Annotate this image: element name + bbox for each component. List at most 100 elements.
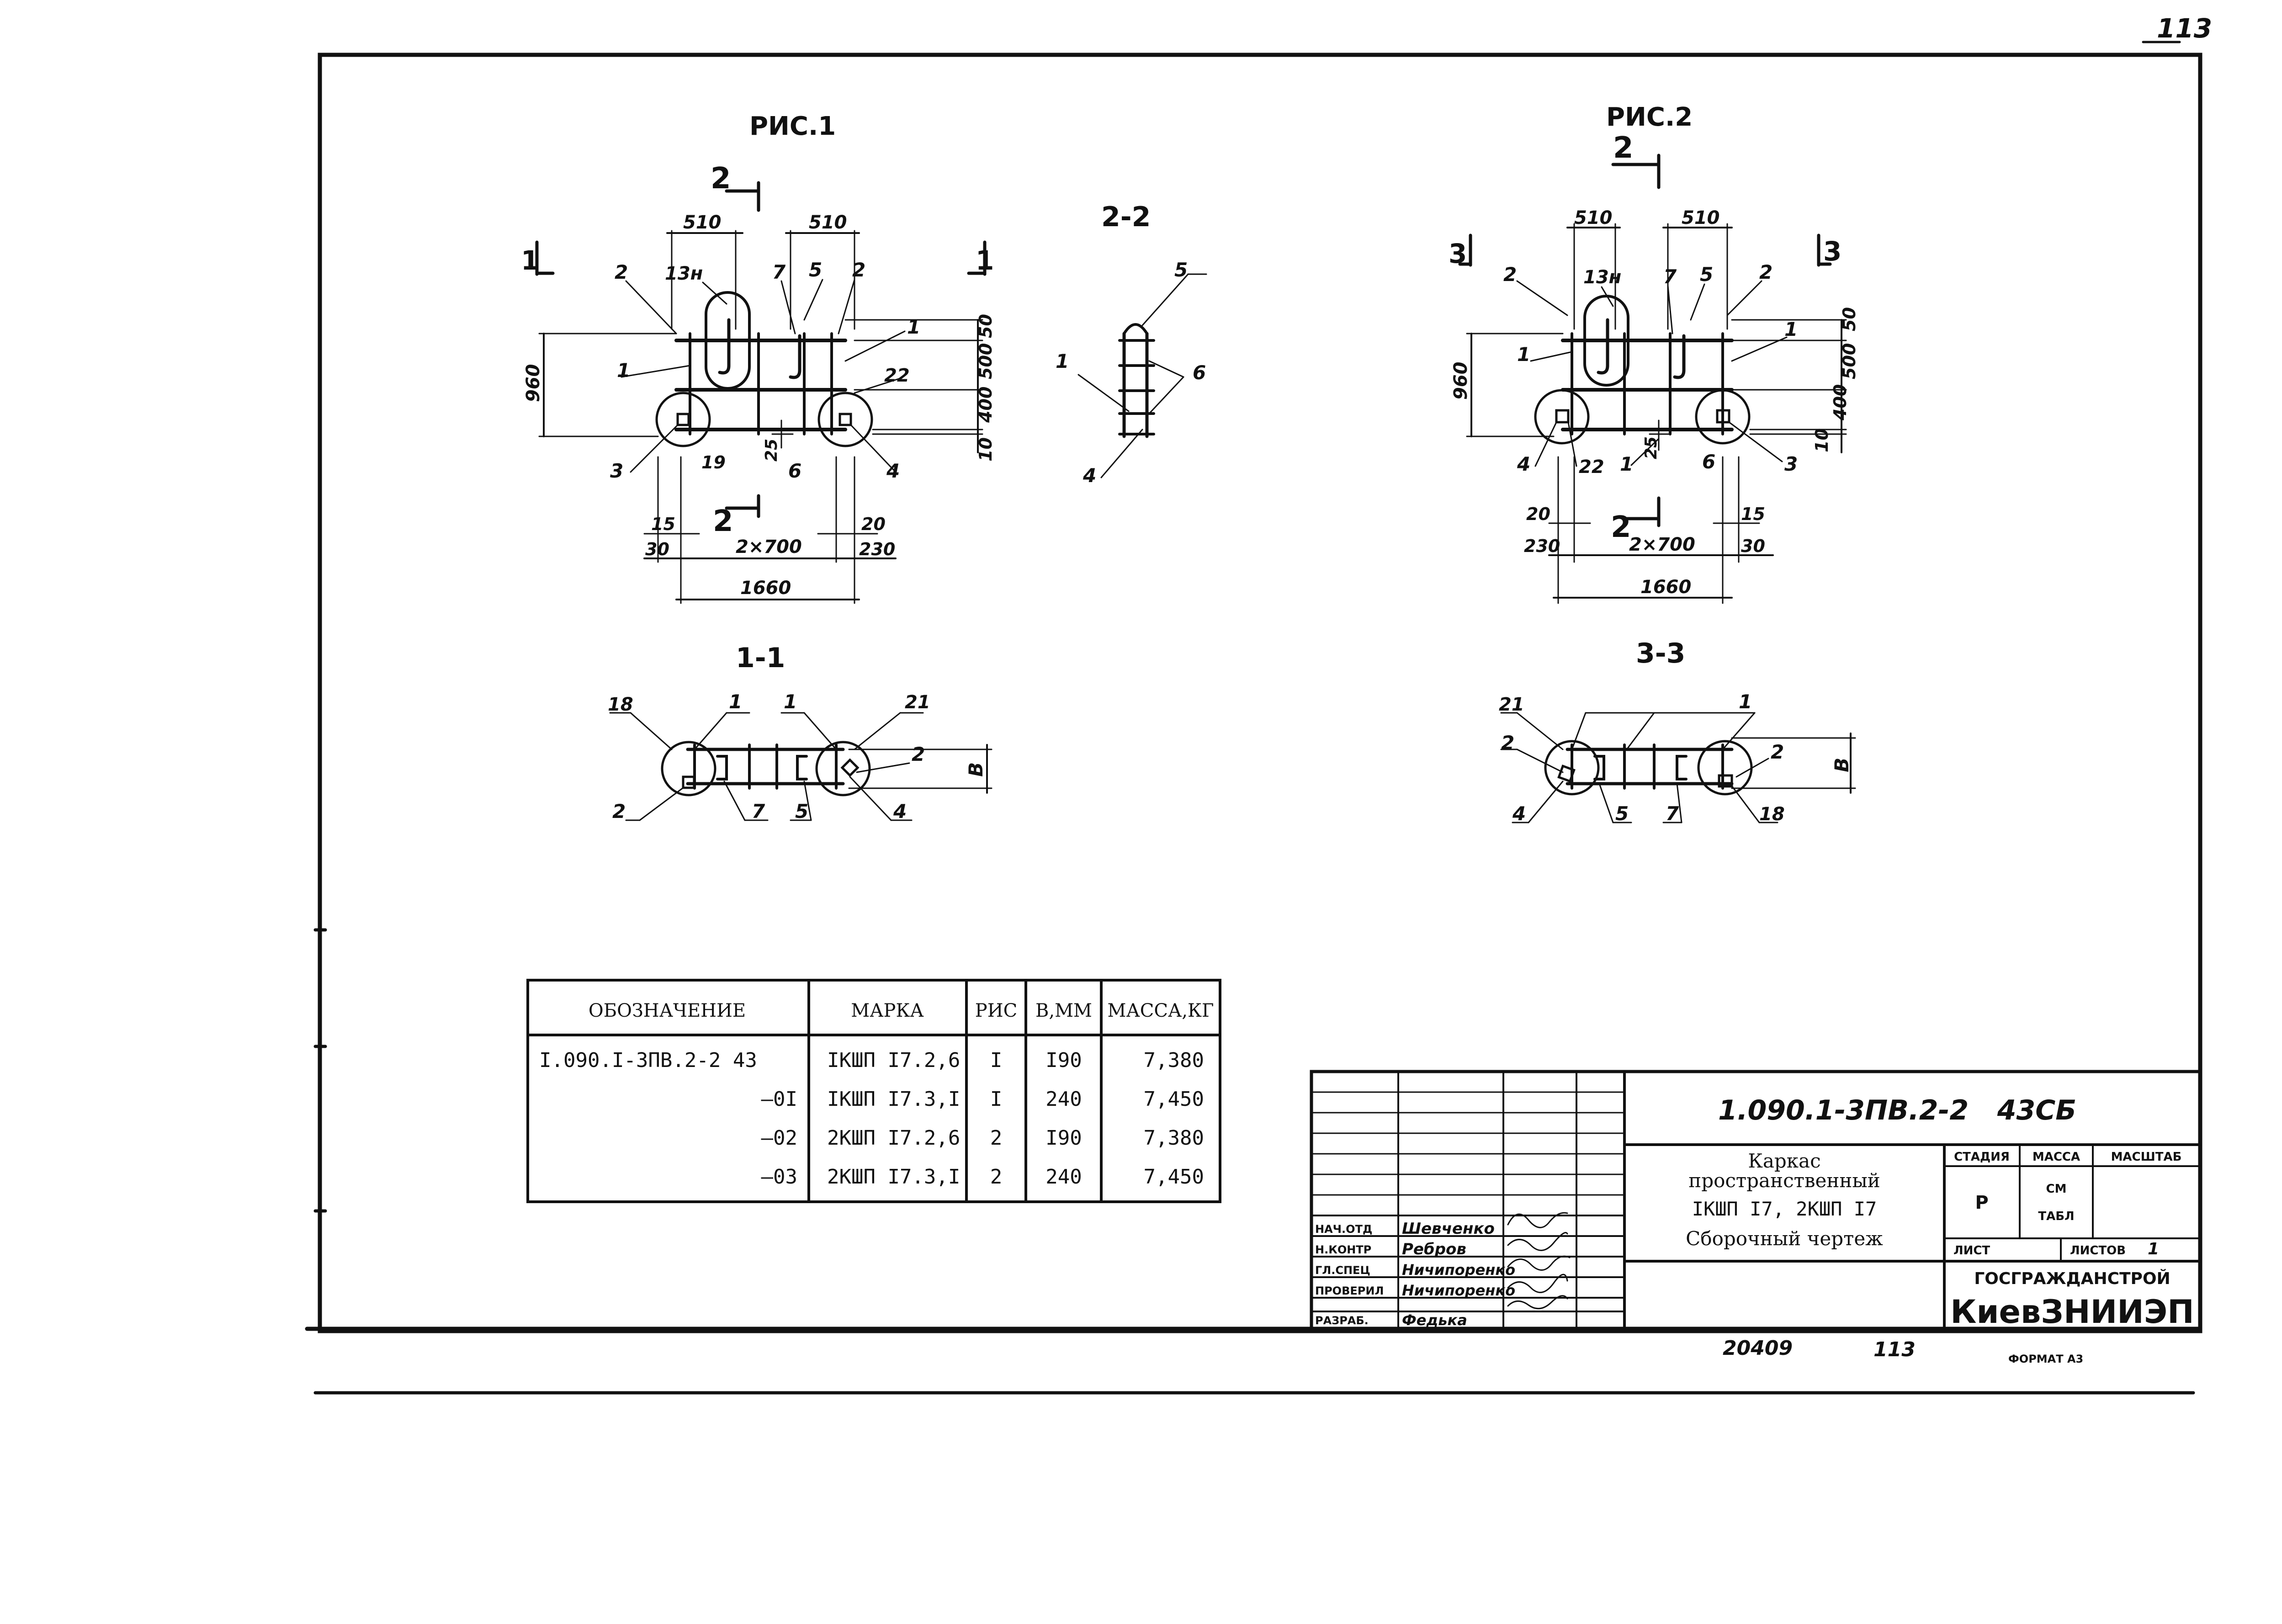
- spec-header-mark: МАРКА: [851, 1000, 923, 1021]
- spec-row-1-mark: IКШП I7.2,6: [827, 1049, 960, 1072]
- figure-2-dim-top-left: 510: [1574, 207, 1613, 228]
- spec-row-1-designation: I.090.I-3ПВ.2-2 43: [539, 1049, 757, 1072]
- figure-2-callout-1c: 1: [1620, 453, 1633, 475]
- spec-table-grid: [526, 979, 1221, 1203]
- section-2-2-drawing: [1077, 273, 1207, 478]
- section-3-3-callout-21: 21: [1499, 694, 1524, 715]
- spec-row-3-b: I90: [1045, 1126, 1082, 1150]
- figure-2-dim-top-right: 510: [1682, 207, 1720, 228]
- figure-2-section-mark-left: 3: [1449, 238, 1467, 269]
- sheets-value: 1: [2148, 1240, 2159, 1258]
- section-3-3-callout-2a: 2: [1501, 732, 1514, 754]
- section-3-3-callout-7: 7: [1666, 802, 1679, 825]
- section-1-1-callout-5: 5: [795, 800, 808, 823]
- figure-1-callout-4: 4: [886, 460, 900, 482]
- figure-2-callout-4: 4: [1517, 453, 1530, 475]
- spec-row-4-mark: 2КШП I7.3,I: [827, 1165, 960, 1189]
- sheet-frame: [318, 53, 2202, 1333]
- figure-1-dim-height: 960: [523, 364, 544, 403]
- section-2-2-title: 2-2: [1101, 201, 1151, 233]
- spec-header-designation: ОБОЗНАЧЕНИЕ: [589, 1000, 746, 1021]
- section-2-2-callout-1: 1: [1056, 350, 1069, 372]
- figure-1-cut-mark-top: 2: [711, 162, 731, 196]
- figure-1-cut-mark-bottom: 2: [713, 504, 733, 538]
- figure-1-callout-19: 19: [701, 452, 726, 472]
- figure-2-dim-right-50: 50: [1839, 307, 1859, 331]
- spec-row-1-fig: I: [990, 1049, 1003, 1072]
- signature-name-2: Ребров: [1402, 1240, 1466, 1258]
- footer-page-number: 113: [1873, 1338, 1916, 1361]
- section-1-1-callout-4: 4: [893, 800, 907, 823]
- section-3-3-callout-18: 18: [1759, 804, 1785, 825]
- figure-2-dim-right-10: 10: [1812, 428, 1832, 452]
- figure-2-dim-total: 1660: [1640, 577, 1691, 598]
- figure-1-callout-1a: 1: [907, 316, 920, 338]
- figure-2-dim-right-400: 400: [1830, 384, 1850, 421]
- figure-2-dim-height: 960: [1450, 362, 1471, 400]
- signature-role-3: ГЛ.СПЕЦ: [1315, 1264, 1370, 1277]
- figure-1-callout-1b: 1: [617, 359, 630, 382]
- figure-1-dim-right-400: 400: [976, 387, 996, 423]
- figure-2-cut-mark-top: 2: [1613, 131, 1634, 165]
- figure-1-section-mark-right: 1: [976, 245, 994, 276]
- figure-2-section-mark-right: 3: [1823, 236, 1842, 267]
- spec-row-4-b: 240: [1045, 1165, 1082, 1189]
- title-line-2: пространственный: [1688, 1169, 1880, 1192]
- section-3-3-dim-b: В: [1831, 758, 1853, 772]
- spec-row-1-mass: 7,380: [1144, 1049, 1204, 1072]
- stage-value: Р: [1975, 1192, 1988, 1213]
- figure-1-title: РИС.1: [749, 111, 836, 141]
- figure-2-dim-25: 25: [1642, 436, 1661, 459]
- section-1-1-title: 1-1: [736, 642, 785, 674]
- figure-1-callout-22: 22: [884, 365, 910, 386]
- figure-1-callout-6: 6: [788, 460, 801, 482]
- figure-1-dim-span: 2×700: [736, 536, 802, 557]
- signature-name-4: Ничипоренко: [1402, 1282, 1515, 1299]
- stage-label: СТАДИЯ: [1954, 1150, 2010, 1164]
- spec-row-2-b: 240: [1045, 1088, 1082, 1111]
- section-2-2-callout-4: 4: [1083, 464, 1096, 487]
- signature-role-5: РАЗРАБ.: [1315, 1314, 1369, 1327]
- figure-2-callout-2a: 2: [1503, 263, 1517, 286]
- figure-2-callout-13n: 13н: [1583, 267, 1621, 288]
- spec-row-3-mark: 2КШП I7.2,6: [827, 1126, 960, 1150]
- spec-row-3-mass: 7,380: [1144, 1126, 1204, 1150]
- figure-1-dim-right-50: 50: [976, 314, 996, 338]
- document-code: 1.090.1-3ПВ.2-2 43СБ: [1718, 1094, 2076, 1126]
- signature-name-1: Шевченко: [1402, 1220, 1495, 1238]
- title-line-3: IКШП I7, 2КШП I7: [1692, 1198, 1877, 1220]
- figure-2-callout-7: 7: [1663, 265, 1677, 288]
- title-block-grid: [1310, 1070, 2202, 1333]
- figure-1-drawing: [535, 181, 987, 604]
- figure-2-callout-1a: 1: [1784, 318, 1798, 340]
- section-1-1-callout-21: 21: [905, 692, 930, 713]
- figure-1-section-mark-left: 1: [521, 245, 539, 276]
- figure-2-callout-6: 6: [1702, 451, 1715, 473]
- signature-role-4: ПРОВЕРИЛ: [1315, 1284, 1384, 1297]
- section-1-1-labels: 1-1 18 1 1 21 2 2 7 5 4 В: [608, 642, 987, 823]
- section-3-3-callout-1: 1: [1739, 690, 1752, 713]
- title-block: 1.090.1-3ПВ.2-2 43СБ Каркас пространстве…: [1315, 1094, 2194, 1331]
- section-1-1-callout-7: 7: [752, 800, 765, 823]
- figure-1-callout-2b: 2: [852, 259, 865, 281]
- figure-2-callout-3: 3: [1784, 453, 1798, 475]
- figure-2-labels: РИС.2 2 2 3 3 510 510 960 50 500 400 10 …: [1449, 102, 1859, 598]
- spec-row-4-designation: –03: [761, 1165, 797, 1189]
- figure-2-callout-22: 22: [1579, 456, 1604, 478]
- figure-2-callout-5: 5: [1700, 263, 1713, 286]
- spec-row-3-designation: –02: [761, 1126, 797, 1150]
- mass-value-line-2: ТАБЛ: [2038, 1210, 2074, 1223]
- signature-name-3: Ничипоренко: [1402, 1261, 1515, 1279]
- spec-header-mass: МАССА,КГ: [1108, 1000, 1214, 1021]
- spec-table: ОБОЗНАЧЕНИЕ МАРКА РИС В,ММ МАССА,КГ I.09…: [539, 1000, 1214, 1189]
- section-3-3-callout-5: 5: [1615, 802, 1629, 825]
- section-3-3-callout-4: 4: [1512, 802, 1526, 825]
- sheets-label: ЛИСТОВ: [2070, 1244, 2126, 1258]
- figure-2-dim-15: 15: [1741, 504, 1765, 524]
- spec-row-2-mark: IКШП I7.3,I: [827, 1088, 960, 1111]
- signature-role-2: Н.КОНТР: [1315, 1243, 1371, 1256]
- inventory-number: 20409: [1723, 1337, 1793, 1360]
- figure-2-cut-mark-bottom: 2: [1611, 510, 1631, 544]
- spec-row-2-designation: –0I: [761, 1088, 797, 1111]
